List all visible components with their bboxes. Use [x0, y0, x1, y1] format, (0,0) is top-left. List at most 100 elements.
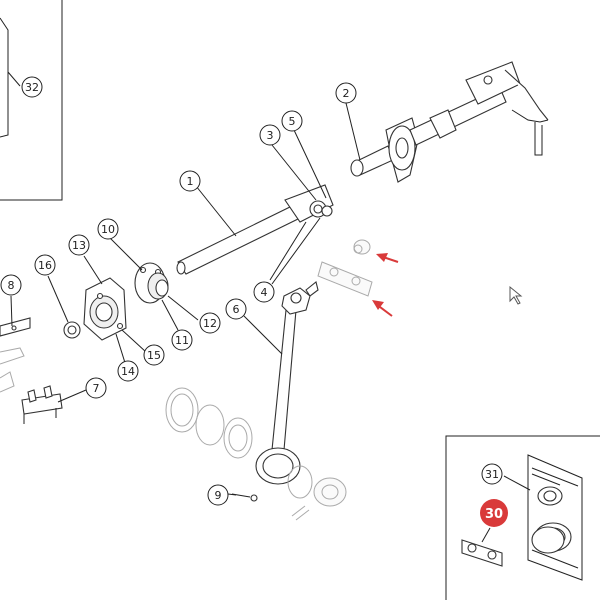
- leader-2: [345, 102, 361, 161]
- callout-label: 1: [187, 175, 194, 188]
- callout-circle: [253, 281, 275, 303]
- callout-16: 16: [34, 254, 56, 276]
- part-1-shaft: [176, 184, 334, 275]
- callout-label: 16: [38, 259, 52, 272]
- inset-part-32: [0, 17, 9, 138]
- leader-6: [243, 315, 283, 355]
- callout-circle: [259, 124, 281, 146]
- leader-30: [481, 527, 491, 543]
- leader-5: [293, 129, 327, 199]
- callout-6: 6: [225, 298, 247, 320]
- callout-3: 3: [259, 124, 281, 146]
- callout-circle: [117, 360, 139, 382]
- callout-circle: [21, 76, 43, 98]
- callout-circle: [179, 170, 201, 192]
- red-arrow-bottom: [372, 300, 393, 317]
- callout-label: 5: [289, 115, 296, 128]
- part-6-link-arm: [255, 281, 319, 485]
- kit-plate-30: [461, 539, 503, 567]
- highlight-badge-30: 30: [480, 499, 508, 527]
- leader-32: [7, 71, 21, 87]
- leader-14: [115, 333, 127, 367]
- callout-circle: [0, 274, 22, 296]
- callout-label: 12: [203, 317, 217, 330]
- leader-4a: [269, 221, 307, 281]
- part-8-bracket: [0, 317, 31, 393]
- callout-2: 2: [335, 82, 357, 104]
- callout-label: 13: [72, 239, 86, 252]
- ghost-bushing: [353, 239, 371, 255]
- mouse-cursor-icon: [509, 285, 523, 305]
- callout-circle: [85, 377, 107, 399]
- callout-10: 10: [97, 218, 119, 240]
- callout-label: 11: [175, 334, 189, 347]
- ghost-plate: [317, 261, 373, 297]
- ghost-bearings: [165, 387, 347, 521]
- callout-label: 10: [101, 223, 115, 236]
- callout-circle: [171, 329, 193, 351]
- leader-11: [161, 299, 179, 331]
- callout-7: 7: [85, 377, 107, 399]
- callout-label: 7: [93, 382, 100, 395]
- part-7-clamp: [21, 385, 63, 424]
- callout-label: 2: [343, 87, 350, 100]
- callout-circle: [207, 484, 229, 506]
- kit-bushing-31: [531, 486, 572, 554]
- callout-circle: [281, 110, 303, 132]
- callout-15: 15: [143, 344, 165, 366]
- callout-circle: [481, 463, 503, 485]
- leader-15: [121, 329, 147, 353]
- sheet-line: [531, 549, 579, 569]
- callout-label: 14: [121, 365, 135, 378]
- callout-11: 11: [171, 329, 193, 351]
- callout-12: 12: [199, 312, 221, 334]
- callout-8: 8: [0, 274, 22, 296]
- leader-7: [57, 389, 87, 403]
- part-2-shaft-assembly: [350, 61, 549, 183]
- inset-frame-top-left: [0, 0, 63, 201]
- badge-30-label: 30: [485, 507, 503, 522]
- callout-1: 1: [179, 170, 201, 192]
- callout-14: 14: [117, 360, 139, 382]
- leader-16: [47, 275, 69, 323]
- callout-circle: [97, 218, 119, 240]
- callout-circle: [225, 298, 247, 320]
- callout-label: 9: [215, 489, 222, 502]
- part-10-flange: [134, 262, 169, 304]
- sheet-line: [531, 467, 579, 487]
- callout-9: 9: [207, 484, 229, 506]
- leader-13: [83, 255, 103, 285]
- callout-label: 8: [8, 279, 15, 292]
- instruction-sheet: [527, 454, 583, 581]
- part-16-ring-inner: [67, 325, 77, 335]
- callout-label: 6: [233, 303, 240, 316]
- callout-label: 31: [485, 468, 499, 481]
- leader-1: [195, 185, 237, 237]
- red-arrow-top: [376, 253, 399, 263]
- callout-layer: 32 2 3 5 1 10 13 16 8 4 6 12 11 15 14 7 9 31: [0, 76, 503, 506]
- callout-circle: [68, 234, 90, 256]
- inset-frame-bottom-right: [445, 435, 600, 600]
- callout-label: 4: [261, 286, 268, 299]
- callout-label: 32: [25, 81, 39, 94]
- callout-label: 15: [147, 349, 161, 362]
- callout-circle: [335, 82, 357, 104]
- callout-circle: [199, 312, 221, 334]
- leader-12: [167, 295, 199, 321]
- sheet-line: [531, 473, 561, 486]
- callout-4: 4: [253, 281, 275, 303]
- callout-5: 5: [281, 110, 303, 132]
- callout-32: 32: [21, 76, 43, 98]
- leader-8: [10, 295, 13, 327]
- callout-label: 3: [267, 129, 274, 142]
- callout-13: 13: [68, 234, 90, 256]
- callout-31: 31: [481, 463, 503, 485]
- callout-circle: [143, 344, 165, 366]
- leader-3: [271, 144, 317, 201]
- leader-4b: [271, 217, 321, 285]
- leader-31: [503, 475, 531, 491]
- part-13-housing: [83, 277, 127, 341]
- leader-10: [109, 237, 143, 271]
